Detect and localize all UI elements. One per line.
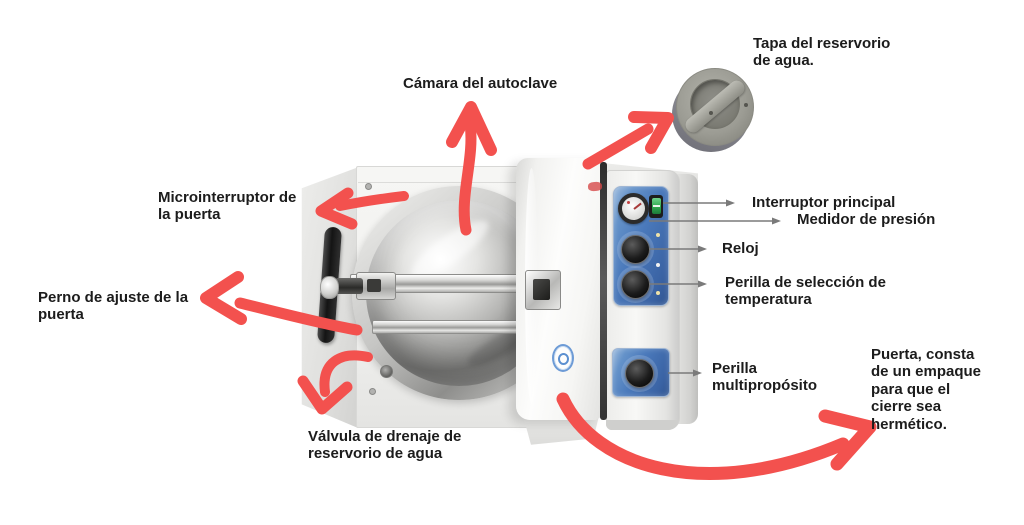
cap-hole [709, 111, 713, 115]
screw [369, 388, 376, 395]
cap-hole [744, 103, 748, 107]
drain-valve [380, 365, 393, 378]
label-tapa-reservorio: Tapa del reservorio de agua. [753, 35, 891, 70]
screw [308, 390, 315, 397]
pressure-gauge-face [622, 197, 645, 220]
console-base [606, 420, 678, 430]
multipurpose-panel [612, 348, 670, 397]
control-panel [613, 186, 669, 306]
door-latch-bracket [525, 270, 561, 310]
power-switch-rocker [651, 198, 661, 214]
bolt-clamp-slot [367, 279, 381, 292]
timer-knob [621, 235, 650, 264]
label-puerta-empaque: Puerta, consta de un empaque para que el… [871, 346, 982, 433]
label-perilla-multiproposito: Perilla multipropósito [712, 360, 817, 395]
arrow-tapa [582, 111, 674, 170]
door-indicator [552, 344, 574, 372]
label-perilla-temperatura: Perilla de selección de temperatura [725, 274, 886, 309]
label-valvula-drenaje: Válvula de drenaje de reservorio de agua [308, 428, 462, 463]
label-camara-autoclave: Cámara del autoclave [403, 75, 558, 92]
label-interruptor-principal: Interruptor principal [752, 194, 896, 211]
label-perno-ajuste: Perno de ajuste de la puerta [38, 289, 189, 324]
door-bolt-cap [320, 276, 339, 299]
indicator-light [656, 263, 660, 267]
label-medidor-presion: Medidor de presión [797, 211, 936, 228]
screw [365, 183, 372, 190]
pressure-gauge [618, 193, 649, 224]
door-bolt-shaft [335, 278, 363, 294]
indicator-light [656, 233, 660, 237]
main-power-switch [649, 195, 663, 218]
temperature-selection-knob [621, 270, 650, 299]
label-reloj: Reloj [722, 240, 759, 257]
label-microinterruptor: Microinterruptor de la puerta [158, 189, 297, 224]
front-panel-seam [358, 182, 518, 183]
water-reservoir-cap [672, 68, 756, 152]
multipurpose-knob [625, 359, 654, 388]
chamber-tray-rail [372, 320, 530, 334]
door-hinge-seam [600, 162, 607, 420]
cap-body [676, 68, 754, 146]
indicator-light [656, 291, 660, 295]
